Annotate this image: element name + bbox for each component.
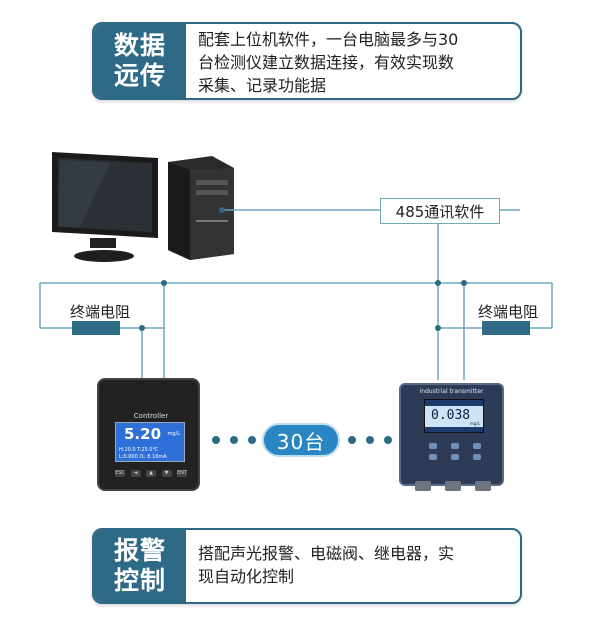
controller-keypad: ESC ◄ ▲ ▼ ENT — [115, 470, 187, 480]
controller-key-up: ▲ — [146, 470, 156, 477]
junction-dots — [139, 207, 467, 331]
alarm-control-text-line-2: 现自动化控制 — [198, 567, 295, 586]
remote-data-description: 配套上位机软件，一台电脑最多与30 台检测仪建立数据连接，有效实现数 采集、记录… — [198, 28, 510, 97]
transmitter-device: industrial transmitter 0.038 mg/L — [399, 383, 504, 491]
controller-unit: mg/L — [167, 431, 180, 437]
transmitter-title: industrial transmitter — [419, 388, 484, 395]
controller-status-line-2: L:0.000 I1: 8.16mA — [119, 454, 167, 460]
computer-tower-icon — [168, 156, 234, 260]
controller-key-down: ▼ — [161, 470, 172, 477]
transmitter-screen-header — [425, 400, 483, 406]
controller-device: Controller 5.20 mg/L H:20.0 T:25.0℃ L:0.… — [97, 378, 200, 491]
software-label: 485通讯软件 — [380, 198, 500, 224]
controller-reading: 5.20 — [124, 425, 162, 443]
controller-status-line-1: H:20.0 T:25.0℃ — [119, 447, 159, 453]
controller-title: Controller — [133, 412, 169, 420]
right-resistor-label: 终端电阻 — [477, 302, 538, 321]
remote-data-tag: 数据远传 — [94, 24, 186, 98]
transmitter-screen: 0.038 mg/L — [424, 399, 484, 433]
cable-gland-icon — [475, 481, 491, 491]
computer-monitor-icon — [52, 152, 158, 262]
transmitter-button-6 — [473, 454, 481, 460]
transmitter-cable-glands — [415, 481, 491, 491]
transmitter-button-3 — [473, 443, 481, 449]
transmitter-button-4 — [429, 454, 437, 460]
remote-data-card: 数据远传 配套上位机软件，一台电脑最多与30 台检测仪建立数据连接，有效实现数 … — [92, 22, 522, 100]
dotted-connector-left — [212, 436, 256, 444]
left-resistor-label: 终端电阻 — [69, 302, 130, 321]
remote-data-tag-text: 数据远传 — [113, 31, 166, 90]
controller-screen: 5.20 mg/L H:20.0 T:25.0℃ L:0.000 I1: 8.1… — [115, 422, 185, 462]
transmitter-button-1 — [429, 443, 437, 449]
controller-key-esc: ESC — [115, 470, 125, 477]
transmitter-screen-footer — [425, 427, 483, 432]
transmitter-unit: mg/L — [469, 421, 480, 426]
remote-data-text-line-1: 配套上位机软件，一台电脑最多与30 — [198, 30, 459, 49]
left-resistor-icon — [72, 321, 120, 335]
right-resistor-icon — [482, 321, 530, 335]
alarm-control-tag: 报警控制 — [94, 530, 186, 602]
alarm-control-tag-text: 报警控制 — [113, 536, 166, 595]
transmitter-buttons — [429, 443, 481, 461]
alarm-control-card: 报警控制 搭配声光报警、电磁阀、继电器，实 现自动化控制 — [92, 528, 522, 604]
dotted-connector-right — [348, 436, 392, 444]
remote-data-text-line-2: 台检测仪建立数据连接，有效实现数 — [198, 53, 455, 72]
cable-gland-icon — [445, 481, 461, 491]
controller-key-ent: ENT — [177, 470, 187, 477]
transmitter-reading: 0.038 — [431, 408, 471, 423]
remote-data-text-line-3: 采集、记录功能据 — [198, 76, 327, 95]
device-count-badge: 30台 — [262, 423, 340, 457]
alarm-control-text-line-1: 搭配声光报警、电磁阀、继电器，实 — [198, 544, 455, 563]
controller-key-left: ◄ — [130, 470, 141, 477]
alarm-control-description: 搭配声光报警、电磁阀、继电器，实 现自动化控制 — [198, 542, 510, 588]
transmitter-button-2 — [451, 443, 459, 449]
cable-gland-icon — [415, 481, 431, 491]
transmitter-button-5 — [451, 454, 459, 460]
